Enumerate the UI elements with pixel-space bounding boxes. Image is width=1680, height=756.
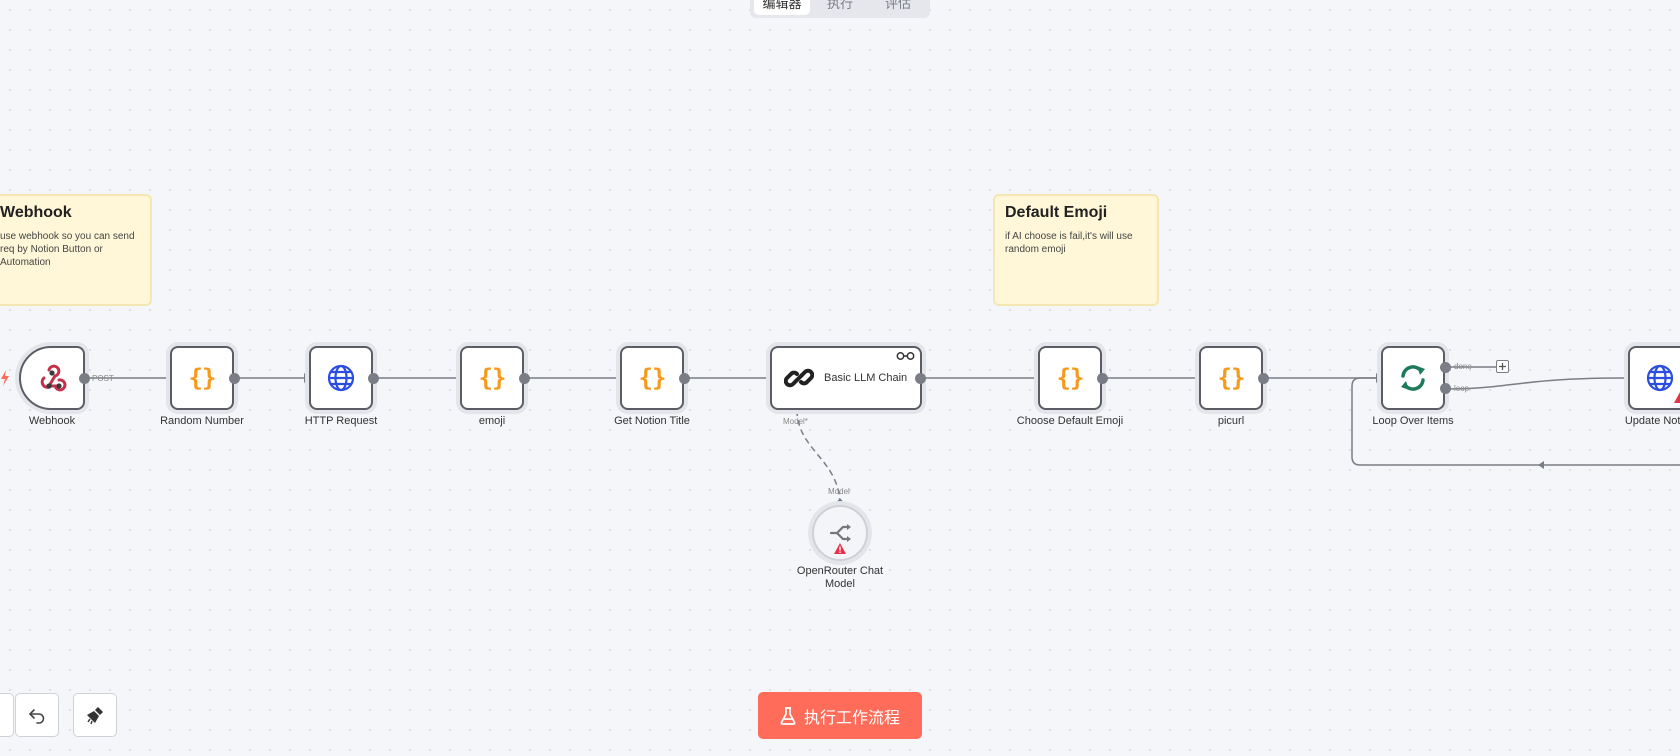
node-label-random-number: Random Number [160,415,244,427]
broom-icon [87,707,103,725]
output-handle-done[interactable] [1440,362,1451,373]
sticky-body: use webhook so you can send req by Notio… [0,231,135,268]
node-label-loop-over-items: Loop Over Items [1372,415,1454,427]
braces-icon: {} [638,364,667,392]
connection-label-loop: loop [1454,384,1470,393]
node-label-update-notion: Update Notion [1624,415,1680,427]
node-label-webhook: Webhook [28,415,76,427]
node-update-notion[interactable] [1624,342,1680,414]
webhook-icon [40,364,67,392]
node-random-number[interactable]: {} [166,342,238,414]
connection-label-model: Model [828,487,850,496]
node-title: Basic LLM Chain [824,372,908,384]
output-handle[interactable] [1097,373,1108,384]
tidy-up-button[interactable] [73,693,117,737]
refresh-icon [1401,365,1425,391]
flask-icon [780,706,796,725]
node-label-choose-default-emoji: Choose Default Emoji [1016,415,1124,427]
node-label-get-notion-title: Get Notion Title [614,415,690,427]
output-handle[interactable] [519,373,530,384]
sticky-title: Webhook [0,204,72,221]
braces-icon: {} [478,364,507,392]
connection-label-post: POST [92,374,114,383]
chain-badge-icon [896,352,915,360]
globe-icon [327,364,355,392]
output-handle[interactable] [79,373,90,384]
node-choose-default-emoji[interactable]: {} [1034,342,1106,414]
node-openrouter-chat-model[interactable] [808,501,872,565]
lightning-icon [1,370,9,386]
node-emoji[interactable]: {} [456,342,528,414]
braces-icon: {} [1217,364,1246,392]
warning-icon [834,543,846,554]
add-node-button[interactable] [1496,360,1509,373]
node-label-line: Model [825,578,855,590]
run-workflow-button[interactable]: 执行工作流程 [758,692,922,739]
node-picurl[interactable]: {} [1195,342,1267,414]
view-tabs: 编辑器 执行 评估 [750,0,930,18]
connection-label-done: done [1454,362,1472,371]
output-handle-loop[interactable] [1440,383,1451,394]
node-basic-llm-chain[interactable]: Basic LLM Chain [766,342,926,414]
warning-icon [1674,392,1680,403]
output-handle[interactable] [368,373,379,384]
node-label-line: OpenRouter Chat [796,565,884,577]
link-chain-icon [784,368,814,388]
output-handle[interactable] [915,373,926,384]
node-label-http-request: HTTP Request [304,415,378,427]
output-handle[interactable] [1258,373,1269,384]
node-loop-over-items[interactable] [1377,342,1449,414]
tab-executions[interactable]: 执行 [826,0,853,11]
braces-icon: {} [1056,364,1085,392]
openrouter-icon [829,524,851,542]
connection-label-model-required: Model* [783,417,808,426]
node-http-request[interactable] [305,342,377,414]
sticky-body: if AI choose is fail,it's will use rando… [1005,231,1133,255]
output-handle[interactable] [679,373,690,384]
undo-button[interactable] [15,693,59,737]
sticky-note-default-emoji[interactable]: Default Emoji if AI choose is fail,it's … [993,194,1159,306]
tab-evaluations[interactable]: 评估 [884,0,911,11]
braces-icon: {} [188,364,217,392]
output-handle[interactable] [229,373,240,384]
node-label-openrouter-chat-model: OpenRouter Chat Model [797,565,883,591]
node-label-emoji: emoji [478,415,506,427]
run-workflow-label: 执行工作流程 [803,709,900,727]
node-label-picurl: picurl [1217,415,1245,427]
sticky-note-webhook[interactable]: Webhook use webhook so you can send req … [0,194,152,306]
undo-icon [29,709,45,724]
plus-icon [1499,363,1506,370]
globe-icon [1646,364,1674,392]
partial-control-button[interactable] [0,693,14,737]
tab-editor[interactable]: 编辑器 [754,0,810,15]
node-get-notion-title[interactable]: {} [616,342,688,414]
sticky-title: Default Emoji [1005,204,1108,221]
node-webhook[interactable] [15,342,89,414]
